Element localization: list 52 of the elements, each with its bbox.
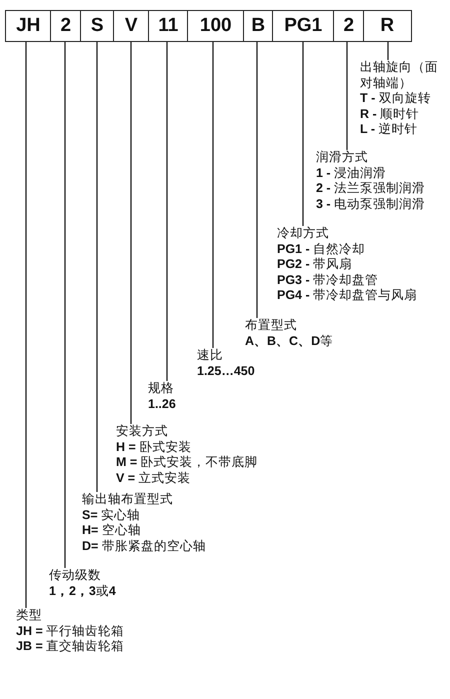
heading-text: 类型 [16,608,43,624]
option-text: T - 双向旋转 [360,91,432,106]
option-text: 1 - 浸油润滑 [316,166,388,181]
leader-line [346,42,348,150]
option-text: JB = 直交轴齿轮箱 [16,639,124,654]
heading-text: 传动级数 [49,568,102,584]
leader-line [256,42,258,318]
heading-text: 润滑方式 [316,150,369,166]
leader-line [212,42,214,348]
code-box: B [243,10,274,42]
option-text: 1，2，3或4 [49,584,116,599]
option-text: PG4 - 带冷却盘管与风扇 [277,288,418,304]
option-text: D= 带胀紧盘的空心轴 [82,538,206,554]
heading-text: 安装方式 [116,424,169,440]
code-box: PG1 [272,10,334,42]
option-text: S= 实心轴 [82,508,142,523]
code-box: 2 [333,10,364,42]
code-box: S [80,10,114,42]
option-text: 3 - 电动泵强制润滑 [316,196,426,212]
option-text: JH = 平行轴齿轮箱 [16,624,124,639]
leader-line [96,42,98,492]
option-text: H= 空心轴 [82,523,142,538]
code-box: 11 [148,10,188,42]
leader-line [130,42,132,424]
option-text: PG3 - 带冷却盘管 [277,272,380,288]
option-text: PG2 - 带风扇 [277,257,354,272]
heading-text: 冷却方式 [277,226,330,242]
heading-text: 输出轴布置型式 [82,492,174,508]
leader-line [302,42,304,226]
heading-text: 速比 [197,348,224,364]
option-text: H = 卧式安装 [116,440,192,455]
heading-text: 布置型式 [245,318,298,334]
code-box: JH [5,10,52,42]
option-text: 1.25…450 [197,364,255,379]
leader-line [387,42,389,60]
leader-line [25,42,27,608]
leader-line [166,42,168,381]
code-box: V [113,10,150,42]
code-box: R [363,10,412,42]
code-box: 100 [187,10,244,42]
leader-line [64,42,66,568]
option-text: M = 卧式安装，不带底脚 [116,455,258,470]
option-text: L - 逆时针 [360,122,419,138]
code-box: 2 [50,10,82,42]
option-text: 2 - 法兰泵强制润滑 [316,181,426,196]
option-text: 1..26 [148,396,176,412]
heading-text: 出轴旋向（面对轴端） [360,60,439,91]
option-text: V = 立式安装 [116,470,192,486]
option-text: R - 顺时针 [360,106,420,122]
heading-text: 规格 [148,381,175,396]
option-text: PG1 - 自然冷却 [277,242,366,257]
option-text: A、B、C、D等 [245,334,334,349]
